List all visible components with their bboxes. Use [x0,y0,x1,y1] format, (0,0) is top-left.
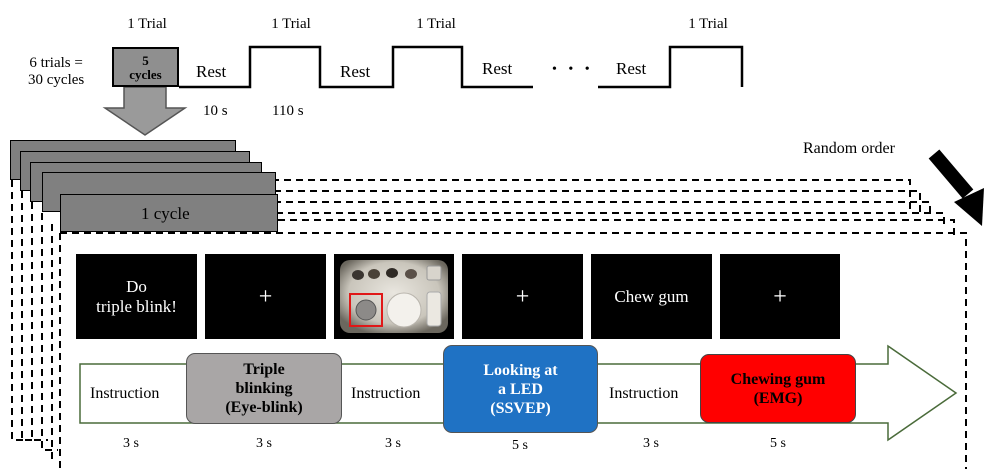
trial-label: 1 Trial [416,16,456,32]
instruction-label: Instruction [351,385,421,402]
task-text: (EMG) [753,389,803,407]
first-trial-box: 5 cycles [112,47,179,87]
cycle-slide-front: 1 cycle [60,194,278,232]
trial-label: 1 Trial [127,16,167,32]
rest-label: Rest [482,59,513,78]
trials-note-line1: 6 trials = [29,55,83,71]
rest-label: Rest [196,62,227,81]
step-duration: 5 s [512,438,528,453]
trial-label: 1 Trial [271,16,311,32]
task-text: blinking [235,380,293,397]
fixation-cross: + [773,283,787,310]
task-box-ssvep: Looking at a LED (SSVEP) [443,345,598,433]
task-text: (SSVEP) [490,399,551,417]
step-duration: 3 s [643,436,659,451]
fixation-cross: + [515,283,530,310]
first-trial-count: 5 [142,53,149,68]
ellipsis: • • • [552,62,594,77]
stacked-cycle-frames [11,179,967,469]
stimulus-text: Chew gum [614,286,689,306]
step-duration: 5 s [770,436,786,451]
stimulus-screen-fixation: + [462,254,583,339]
random-order-arrow [928,149,984,226]
trial-duration: 110 s [272,103,304,119]
expand-arrow [102,86,188,136]
instruction-label: Instruction [609,385,679,402]
stimulus-screen-chew-gum: Chew gum [591,254,712,339]
step-duration: 3 s [385,436,401,451]
task-text: Triple [243,361,285,378]
step-duration: 3 s [123,436,139,451]
stimulus-screen-instruction: Do triple blink! [76,254,197,339]
trials-note: 6 trials = 30 cycles [28,55,84,89]
trial-timeline-waveform [102,45,744,136]
rest-label: Rest [340,62,371,81]
task-text: (Eye-blink) [225,399,303,416]
rest-label: Rest [616,59,647,78]
stimulus-screen-led-photo [334,254,454,339]
instruction-label: Instruction [90,385,160,402]
fixation-cross: + [258,283,273,310]
task-text: a LED [498,380,543,398]
task-box-emg: Chewing gum (EMG) [700,354,856,423]
rest-duration: 10 s [203,103,228,119]
stimulus-text: Do [126,276,147,296]
task-text: Looking at [483,361,558,379]
stimulus-screen-fixation: + [205,254,326,339]
random-order-label: Random order [803,140,895,157]
step-duration: 3 s [256,436,272,451]
trial-label: 1 Trial [688,16,728,32]
cycle-label: 1 cycle [141,204,190,223]
first-trial-unit: cycles [129,67,162,82]
led-board-image [340,260,448,333]
task-box-eye-blink: Triple blinking (Eye-blink) [186,353,342,424]
stimulus-text: triple blink! [96,296,177,316]
trials-note-line2: 30 cycles [28,72,85,88]
task-text: Chewing gum [730,370,826,388]
stimulus-screen-fixation: + [720,254,840,339]
